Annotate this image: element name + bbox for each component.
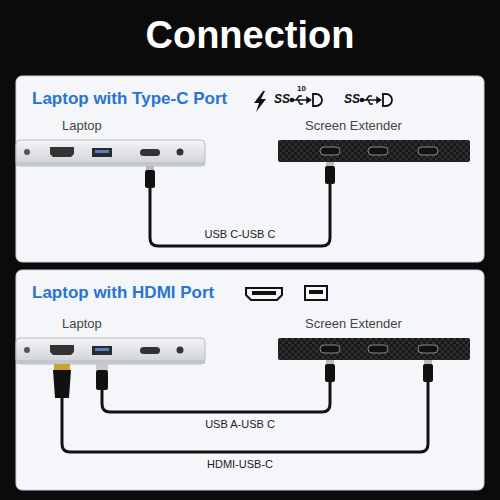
hdmi-icon [246,288,282,300]
panel-heading: Laptop with HDMI Port [32,283,214,303]
cable [53,360,433,452]
usb-trident-icon [361,94,393,106]
logo-text: 10 [297,84,306,94]
device-box: Laptop [16,316,206,364]
device-label: Laptop [62,118,102,134]
thunderbolt-icon [254,91,266,112]
panel-fill [16,270,484,490]
panel-heading: Laptop with Type-C Port [32,89,227,109]
usb-trident-icon [291,94,323,106]
cable-label: USB C-USB C [202,227,279,241]
cable [96,360,335,412]
logo-text: SS [274,92,290,106]
device-box: Laptop [16,118,206,166]
cable [145,162,335,246]
cable-label: HDMI-USB-C [204,457,276,471]
cable-label: USB A-USB C [202,417,278,431]
device-label: Laptop [62,316,102,332]
laptop-drawing [16,140,205,166]
device-box: Screen Extender [278,118,470,162]
panel-fill [16,76,484,262]
device-label: Screen Extender [305,316,402,332]
logo-text: SS [344,92,360,106]
page-title: Connection [0,12,500,58]
device-box: Screen Extender [278,316,470,360]
usb-a-icon [305,286,327,300]
extender-drawing [278,140,470,162]
device-label: Screen Extender [305,118,402,134]
laptop-drawing [16,338,205,364]
extender-drawing [278,338,470,360]
